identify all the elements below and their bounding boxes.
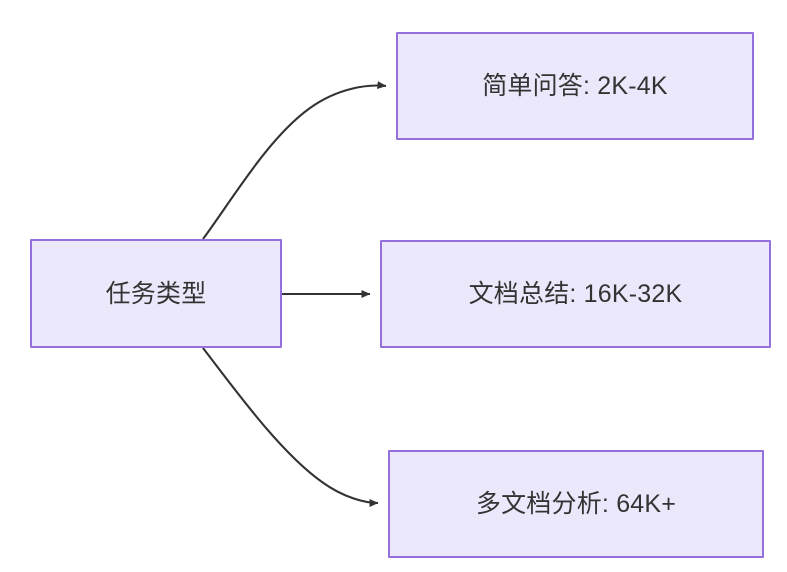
node-simple-qa-label: 简单问答: 2K-4K (482, 72, 668, 100)
node-task-type-label: 任务类型 (105, 279, 207, 308)
edge-task-type-to-multi-doc-analysis (202, 347, 379, 507)
node-simple-qa[interactable]: 简单问答: 2K-4K (396, 32, 754, 140)
node-doc-summary[interactable]: 文档总结: 16K-32K (380, 240, 771, 348)
node-multi-doc-analysis[interactable]: 多文档分析: 64K+ (388, 450, 764, 558)
edge-task-type-to-simple-qa (202, 81, 387, 240)
node-task-type[interactable]: 任务类型 (30, 239, 282, 348)
node-multi-doc-analysis-label: 多文档分析: 64K+ (475, 490, 677, 518)
node-doc-summary-label: 文档总结: 16K-32K (468, 280, 683, 308)
